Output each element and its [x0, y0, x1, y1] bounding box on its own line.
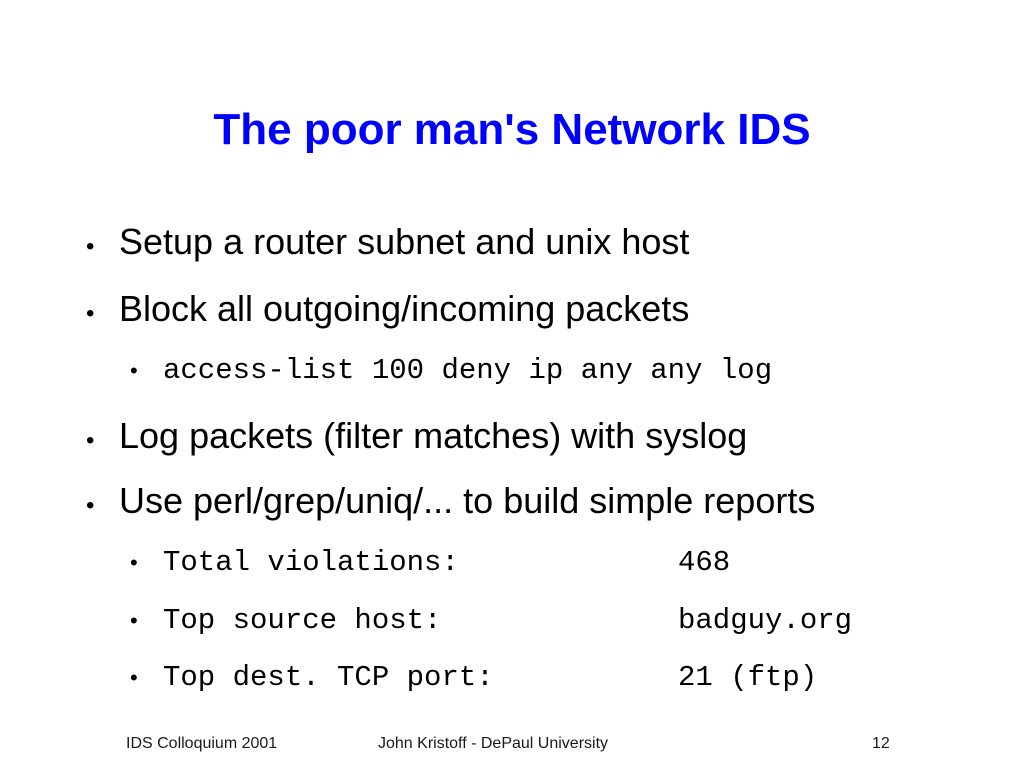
bullet-glyph: • [130, 608, 138, 633]
bullet-glyph: • [130, 665, 138, 690]
report-value: 21 (ftp) [678, 661, 818, 694]
bullet-log-packets: • Log packets (filter matches) with sysl… [86, 416, 747, 461]
bullet-text: Use perl/grep/uniq/... to build simple r… [119, 480, 816, 521]
report-label: Top dest. TCP port: [163, 661, 494, 694]
footer-page-number: 12 [872, 735, 890, 752]
report-row-top-source-host: • Top source host: badguy.org [130, 604, 852, 638]
slide-title: The poor man's Network IDS [213, 105, 811, 154]
bullet-text: Block all outgoing/incoming packets [119, 288, 690, 329]
bullet-build-reports: • Use perl/grep/uniq/... to build simple… [86, 481, 815, 526]
bullet-glyph: • [86, 492, 95, 519]
report-row-top-dest-port: • Top dest. TCP port: 21 (ftp) [130, 661, 817, 695]
bullet-setup-router: • Setup a router subnet and unix host [86, 222, 689, 267]
bullet-glyph: • [86, 300, 95, 327]
report-value: 468 [678, 546, 731, 579]
sub-bullet-access-list: • access-list 100 deny ip any any log [130, 354, 772, 388]
bullet-block-packets: • Block all outgoing/incoming packets [86, 289, 689, 334]
bullet-text: Setup a router subnet and unix host [119, 221, 690, 262]
report-label: Top source host: [163, 604, 442, 637]
bullet-glyph: • [130, 358, 138, 383]
footer-event: IDS Colloquium 2001 [126, 735, 278, 752]
access-list-command: access-list 100 deny ip any any log [163, 354, 773, 387]
report-value: badguy.org [678, 604, 853, 637]
bullet-glyph: • [130, 550, 138, 575]
report-label: Total violations: [163, 546, 459, 579]
report-row-total-violations: • Total violations: 468 [130, 546, 730, 580]
bullet-glyph: • [86, 427, 95, 454]
bullet-glyph: • [86, 233, 95, 260]
bullet-text: Log packets (filter matches) with syslog [119, 415, 748, 456]
footer-author: John Kristoff - DePaul University [378, 735, 609, 752]
